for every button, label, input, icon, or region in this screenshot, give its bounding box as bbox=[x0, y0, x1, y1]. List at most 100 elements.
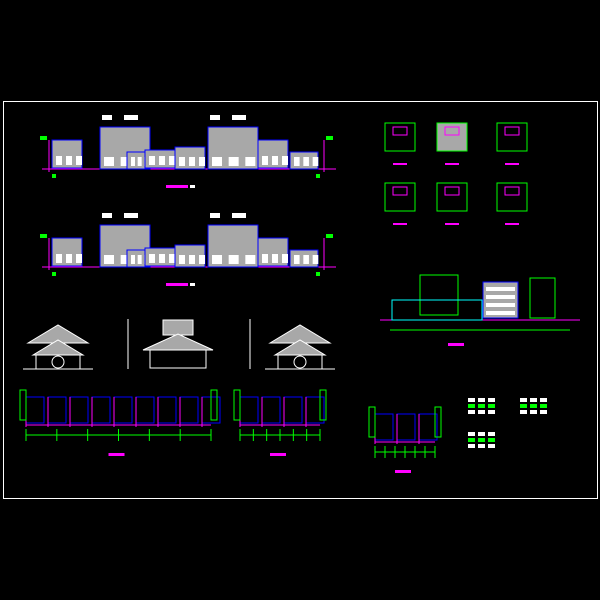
drawing-block bbox=[478, 432, 485, 436]
drawing-block bbox=[52, 272, 56, 276]
drawing-block bbox=[530, 410, 537, 414]
drawing-block bbox=[169, 254, 175, 263]
drawing-block bbox=[504, 186, 520, 196]
drawing-block bbox=[210, 115, 220, 120]
drawing-block bbox=[124, 115, 138, 120]
elevation-drawing-1 bbox=[40, 115, 336, 188]
drawing-block bbox=[120, 255, 131, 264]
drawing-block bbox=[392, 126, 408, 136]
drawing-block bbox=[486, 295, 515, 299]
drawing-frame bbox=[3, 101, 598, 499]
drawing-block bbox=[486, 287, 515, 291]
drawing-block bbox=[137, 255, 142, 264]
drawing-block bbox=[384, 182, 416, 212]
drawing-block bbox=[478, 398, 485, 402]
drawing-block bbox=[228, 255, 239, 264]
drawing-block bbox=[169, 156, 175, 165]
section-drawing-1 bbox=[19, 389, 221, 456]
drawing-block bbox=[102, 213, 112, 218]
drawing-block bbox=[210, 389, 218, 421]
drawing-block bbox=[108, 453, 125, 456]
drawing-block bbox=[190, 283, 195, 286]
drawing-block bbox=[272, 254, 278, 263]
drawing-block bbox=[505, 223, 519, 225]
drawing-block bbox=[468, 432, 475, 436]
drawing-block bbox=[126, 249, 148, 268]
drawing-block bbox=[436, 182, 468, 212]
drawing-block bbox=[102, 115, 112, 120]
drawing-block bbox=[445, 163, 459, 165]
drawing-block bbox=[232, 115, 246, 120]
drawing-block bbox=[76, 156, 82, 165]
drawing-block bbox=[530, 404, 537, 408]
drawing-block bbox=[52, 174, 56, 178]
drawing-block bbox=[120, 157, 131, 166]
drawing-block bbox=[303, 157, 309, 166]
window bbox=[51, 355, 65, 369]
drawing-block bbox=[303, 255, 309, 264]
drawing-block bbox=[159, 156, 165, 165]
drawing-block bbox=[149, 254, 155, 263]
window bbox=[293, 355, 307, 369]
plan-drawing-1 bbox=[384, 122, 416, 165]
drawing-block bbox=[444, 186, 460, 196]
drawing-block bbox=[76, 254, 82, 263]
drawing-block bbox=[166, 185, 188, 188]
drawing-block bbox=[393, 223, 407, 225]
drawing-block bbox=[520, 410, 527, 414]
drawing-block bbox=[368, 406, 376, 438]
drawing-block bbox=[104, 255, 114, 264]
drawing-block bbox=[245, 255, 256, 264]
drawing-block bbox=[419, 274, 459, 316]
drawing-block bbox=[126, 151, 148, 170]
drawing-block bbox=[294, 157, 300, 166]
drawing-block bbox=[319, 389, 327, 421]
drawing-block bbox=[40, 136, 47, 140]
drawing-block bbox=[245, 157, 256, 166]
drawing-block bbox=[166, 283, 188, 286]
drawing-block bbox=[520, 404, 527, 408]
drawing-block bbox=[478, 444, 485, 448]
pavilion-elevation-3 bbox=[265, 324, 335, 370]
drawing-block bbox=[488, 398, 495, 402]
plan-drawing-2 bbox=[436, 122, 468, 165]
drawing-block bbox=[312, 157, 319, 166]
plan-drawing-4 bbox=[384, 182, 416, 225]
section-drawing-2 bbox=[233, 389, 327, 456]
plan-drawing-5 bbox=[436, 182, 468, 225]
drawing-block bbox=[199, 255, 205, 264]
drawing-block bbox=[436, 122, 468, 152]
drawing-block bbox=[468, 398, 475, 402]
drawing-block bbox=[478, 410, 485, 414]
drawing-block bbox=[392, 186, 408, 196]
drawing-block bbox=[282, 254, 288, 263]
drawing-block bbox=[478, 438, 485, 442]
detail-drawing-2 bbox=[520, 398, 547, 414]
drawing-block bbox=[179, 157, 185, 166]
drawing-block bbox=[486, 311, 515, 315]
drawing-block bbox=[434, 406, 442, 438]
drawing-block bbox=[395, 470, 411, 473]
drawing-block bbox=[189, 157, 195, 166]
drawing-block bbox=[496, 122, 528, 152]
drawing-block bbox=[316, 174, 320, 178]
drawing-block bbox=[488, 438, 495, 442]
drawing-block bbox=[294, 255, 300, 264]
drawing-block bbox=[262, 254, 268, 263]
drawing-block bbox=[199, 157, 205, 166]
drawing-block bbox=[504, 126, 520, 136]
drawing-block bbox=[131, 157, 135, 166]
drawing-block bbox=[448, 343, 464, 346]
drawing-block bbox=[40, 234, 47, 238]
drawing-block bbox=[233, 389, 241, 421]
drawing-block bbox=[468, 410, 475, 414]
drawing-block bbox=[162, 319, 194, 336]
pavilion-elevation-2 bbox=[127, 319, 251, 369]
drawing-block bbox=[210, 213, 220, 218]
detail-drawing-3 bbox=[468, 432, 495, 448]
drawing-block bbox=[66, 254, 72, 263]
drawing-block bbox=[189, 255, 195, 264]
drawing-block bbox=[56, 156, 62, 165]
drawing-block bbox=[159, 254, 165, 263]
